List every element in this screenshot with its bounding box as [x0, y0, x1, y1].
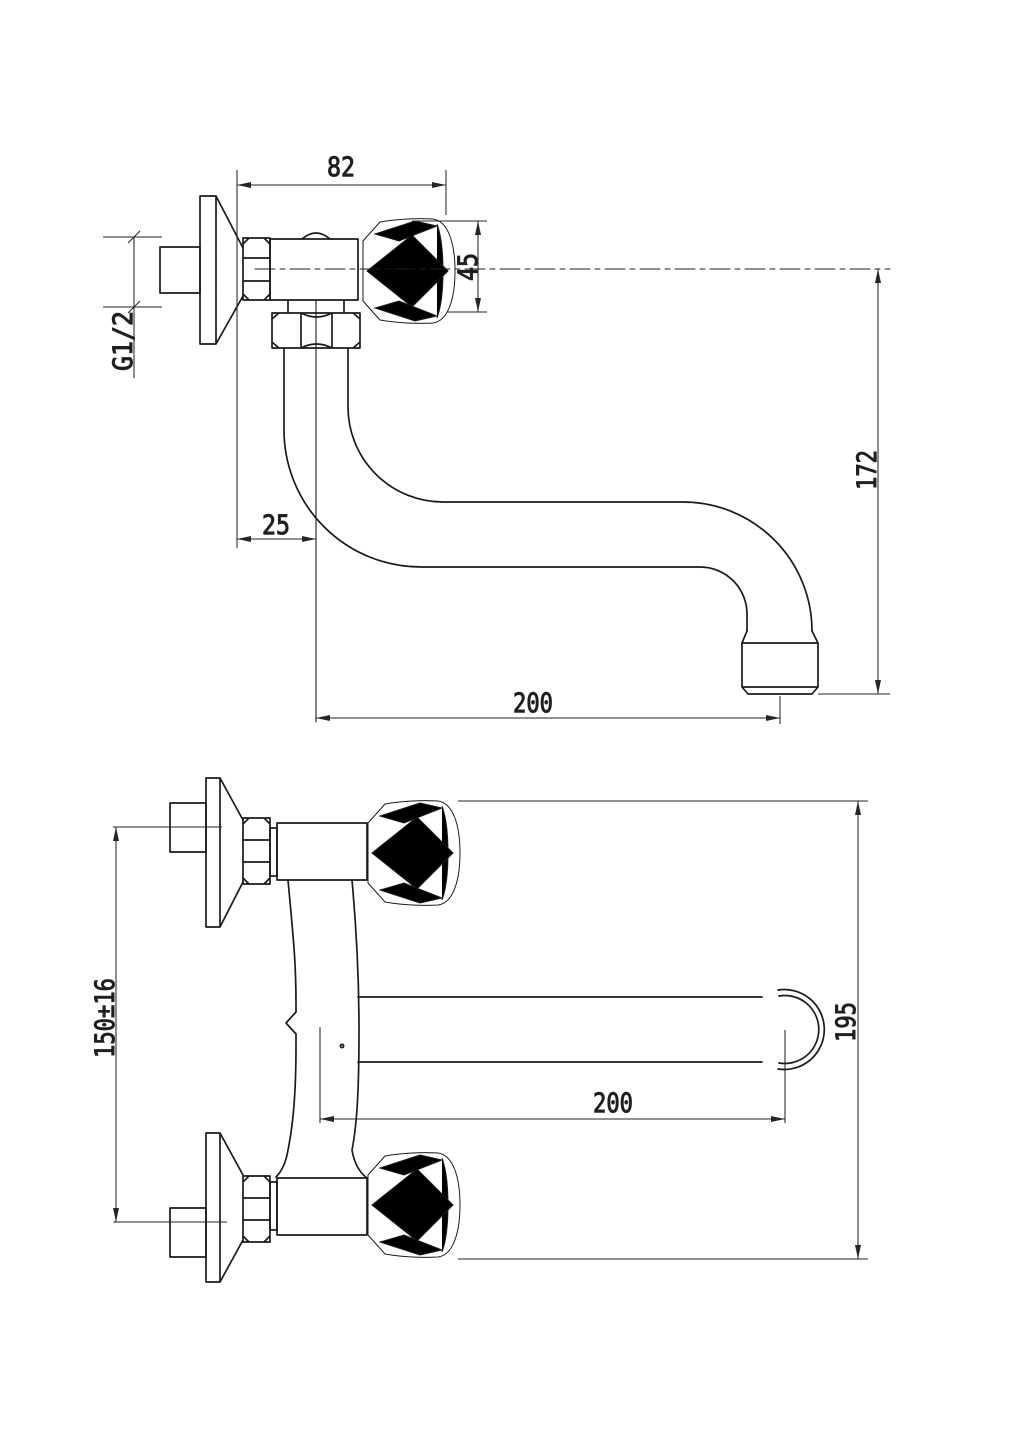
spout-end-ring-outer	[777, 988, 826, 1071]
upper-handle-knob	[367, 800, 461, 906]
spout-end-ring-inner	[778, 994, 820, 1065]
dim-45: 45	[412, 220, 487, 313]
dim-45-label: 45	[453, 253, 484, 281]
thread-size-label: G1/2	[108, 311, 139, 371]
dim-195: 195	[458, 800, 868, 1260]
dim-25-label: 25	[262, 510, 290, 541]
dim-150-label: 150±16	[90, 978, 121, 1058]
thread-size-callout: G1/2	[103, 230, 162, 378]
front-view: 150±16 200 195	[90, 777, 868, 1283]
side-view: 82 45 G1/2 25 172	[103, 152, 891, 724]
dim-200-front: 200	[319, 1027, 786, 1123]
center-mark	[339, 1043, 345, 1049]
dim-200-side: 200	[316, 688, 781, 724]
dim-150: 150±16	[90, 826, 227, 1223]
lower-wall-flange	[205, 1132, 244, 1283]
wall-flange	[199, 195, 244, 345]
spout-front-tube	[357, 996, 763, 1063]
valve-body	[269, 232, 359, 301]
dim-200-front-label: 200	[593, 1088, 633, 1119]
upper-supply-nut	[242, 817, 271, 885]
lower-handle-knob	[367, 1152, 461, 1258]
dim-172-label: 172	[852, 450, 883, 490]
upper-valve-body	[276, 822, 368, 881]
handle-knob	[362, 218, 456, 324]
dim-82: 82	[236, 152, 447, 548]
dim-82-label: 82	[327, 152, 355, 183]
body-column-left-edge	[275, 879, 297, 1178]
spout-outer-edge	[283, 347, 748, 632]
dim-172: 172	[818, 269, 890, 695]
body-column-right-edge	[351, 879, 368, 1179]
dim-200-side-label: 200	[513, 688, 553, 719]
aerator	[741, 630, 819, 695]
lower-supply-nut	[242, 1175, 271, 1243]
dim-25: 25	[237, 510, 316, 542]
spout-inner-edge	[347, 347, 813, 632]
upper-wall-flange	[205, 777, 244, 928]
lower-valve-body	[276, 1177, 368, 1236]
body-collar	[287, 299, 345, 314]
dim-195-label: 195	[831, 1002, 862, 1042]
